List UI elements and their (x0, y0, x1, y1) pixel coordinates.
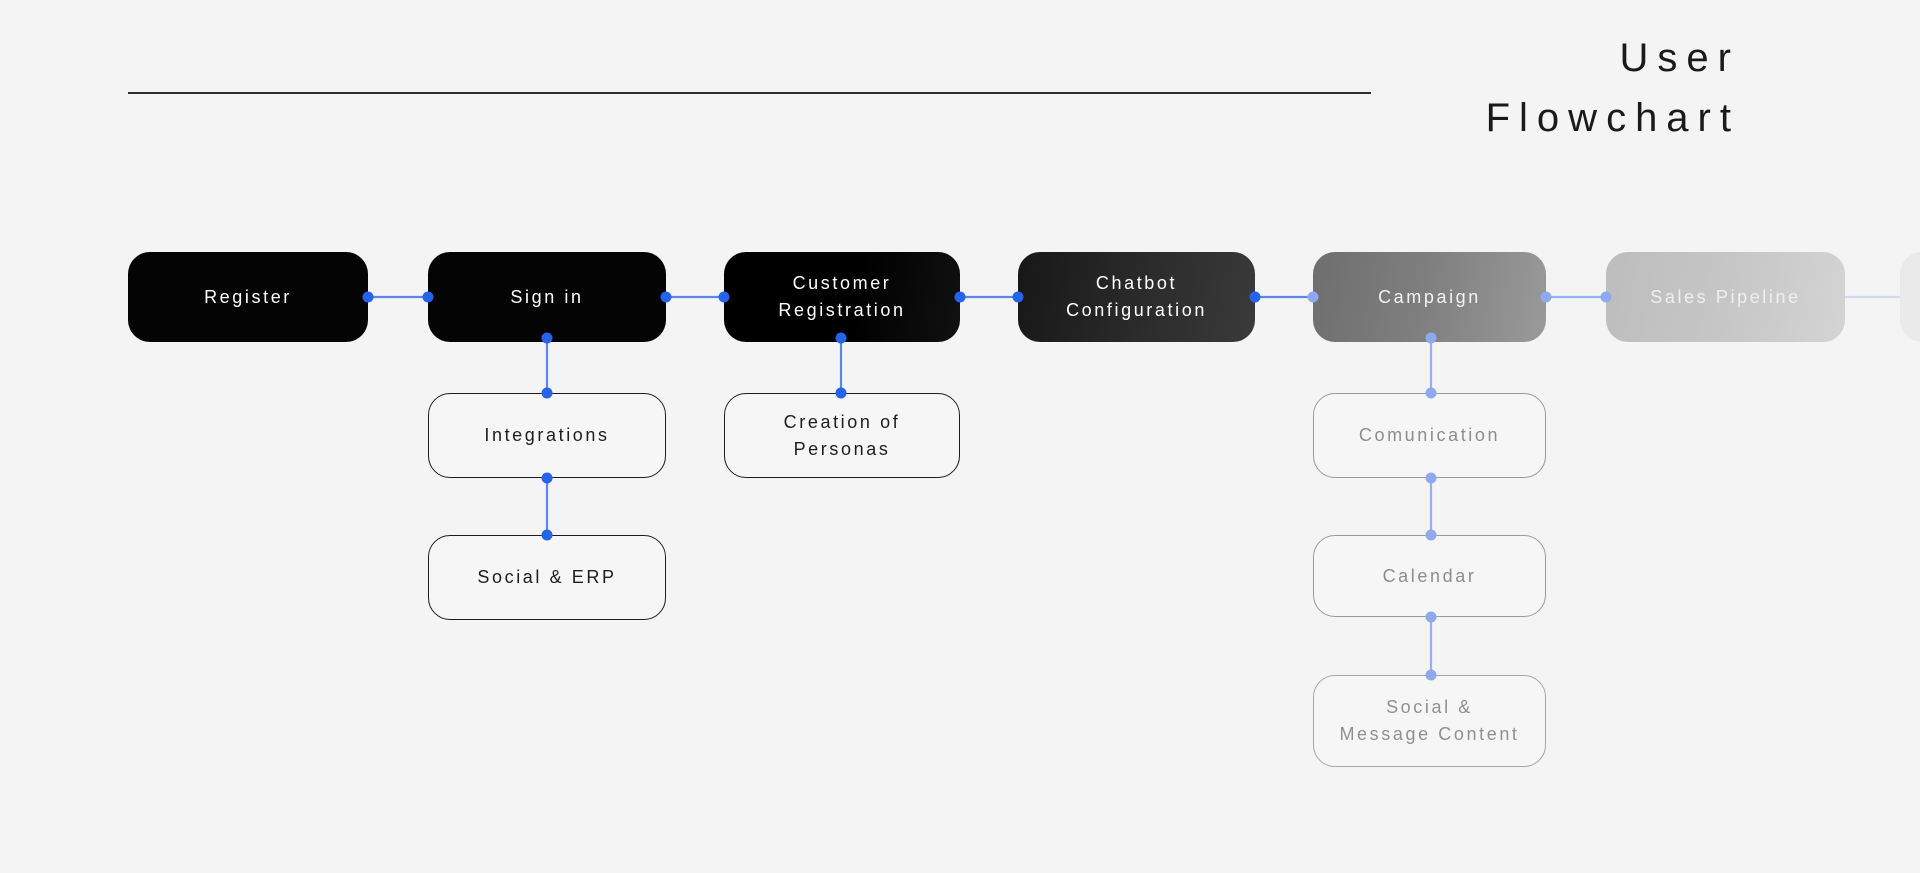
connector-dot-customer-in[interactable] (718, 291, 730, 303)
node-chatbot-configuration[interactable]: Chatbot Configuration (1018, 252, 1255, 342)
node-comunication[interactable]: Comunication (1313, 393, 1546, 478)
node-offscreen-partial[interactable] (1900, 252, 1920, 342)
connector-dot-campaign-bottom[interactable] (1425, 332, 1437, 344)
node-integrations-label: Integrations (484, 425, 610, 445)
node-chatbot-configuration-label: Chatbot Configuration (1066, 273, 1207, 320)
node-creation-of-personas-label: Creation of Personas (783, 411, 901, 459)
node-sales-pipeline-label: Sales Pipeline (1650, 286, 1801, 307)
node-creation-of-personas[interactable]: Creation of Personas (724, 393, 960, 478)
connector-dot-socialmsg-top[interactable] (1425, 669, 1437, 681)
node-campaign-label: Campaign (1378, 286, 1481, 307)
connector-dot-chatbot-out[interactable] (1249, 291, 1261, 303)
node-sales-pipeline[interactable]: Sales Pipeline (1606, 252, 1845, 342)
connector-dot-calendar-top[interactable] (1425, 529, 1437, 541)
node-calendar[interactable]: Calendar (1313, 535, 1546, 617)
connector-dot-integrations-bottom[interactable] (541, 472, 553, 484)
connector-dot-customer-out[interactable] (954, 291, 966, 303)
node-register-label: Register (204, 286, 292, 307)
node-customer-registration-label: Customer Registration (778, 273, 906, 320)
node-social-and-erp-label: Social & ERP (477, 567, 617, 587)
node-calendar-label: Calendar (1382, 565, 1477, 586)
connector-dot-personas-top[interactable] (835, 387, 847, 399)
connector-dot-calendar-bottom[interactable] (1425, 611, 1437, 623)
connector-dot-socialerp-top[interactable] (541, 529, 553, 541)
connector-dot-comunication-bottom[interactable] (1425, 472, 1437, 484)
connector-dot-customer-bottom[interactable] (835, 332, 847, 344)
connector-dot-pipeline-in[interactable] (1600, 291, 1612, 303)
node-social-and-erp[interactable]: Social & ERP (428, 535, 666, 620)
connector-dot-campaign-out[interactable] (1540, 291, 1552, 303)
page-title: User Flowchart (1485, 36, 1740, 140)
node-campaign[interactable]: Campaign (1313, 252, 1546, 342)
title-divider (128, 92, 1371, 94)
node-social-and-message-content[interactable]: Social & Message Content (1313, 675, 1546, 767)
node-customer-registration[interactable]: Customer Registration (724, 252, 960, 342)
node-integrations[interactable]: Integrations (428, 393, 666, 478)
connector-dot-register-out[interactable] (362, 291, 374, 303)
node-sign-in-label: Sign in (510, 286, 584, 307)
connector-dot-campaign-in[interactable] (1307, 291, 1319, 303)
connector-dot-chatbot-in[interactable] (1012, 291, 1024, 303)
node-register[interactable]: Register (128, 252, 368, 342)
node-social-and-message-content-label: Social & Message Content (1339, 697, 1520, 744)
connector-dot-signin-out[interactable] (660, 291, 672, 303)
connector-dot-integrations-top[interactable] (541, 387, 553, 399)
node-sign-in[interactable]: Sign in (428, 252, 666, 342)
connector-dot-signin-in[interactable] (422, 291, 434, 303)
connector-dot-signin-bottom[interactable] (541, 332, 553, 344)
node-comunication-label: Comunication (1358, 425, 1501, 445)
connector-dot-comunication-top[interactable] (1425, 387, 1437, 399)
